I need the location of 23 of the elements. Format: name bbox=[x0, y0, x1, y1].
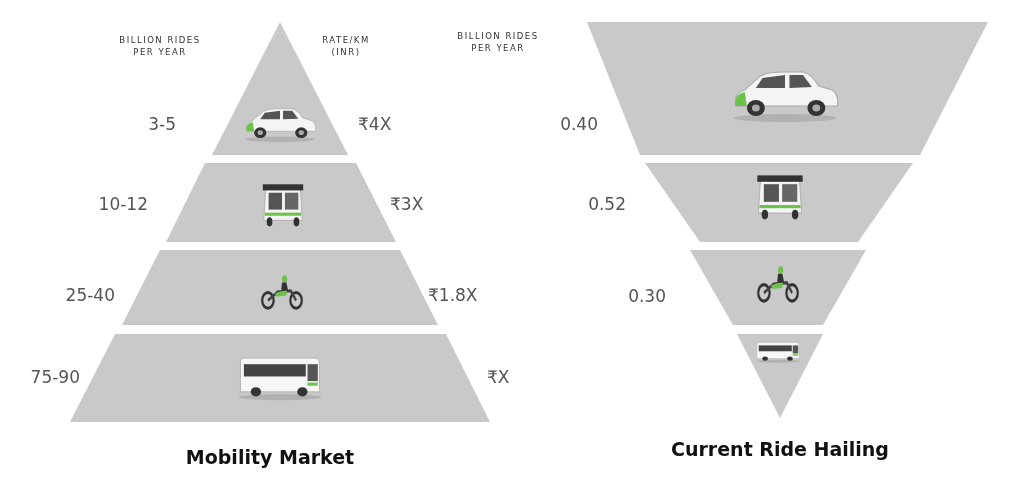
column-header: RATE/KM (INR) bbox=[321, 34, 371, 58]
value-label: 0.52 bbox=[588, 194, 626, 214]
motorcycle-drawing bbox=[756, 265, 800, 303]
value-label: 0.40 bbox=[560, 114, 598, 134]
value-label: ₹3X bbox=[390, 194, 424, 214]
value-label: 75-90 bbox=[30, 367, 80, 387]
value-label: 3-5 bbox=[148, 114, 176, 134]
bus-drawing bbox=[237, 355, 323, 401]
chart-title: Current Ride Hailing bbox=[670, 438, 890, 460]
pyramid-band bbox=[737, 334, 823, 418]
value-label: ₹1.8X bbox=[428, 285, 478, 305]
pyramid-band bbox=[645, 163, 913, 242]
bus-drawing bbox=[755, 341, 801, 363]
value-label: 25-40 bbox=[65, 285, 115, 305]
chart-title: Mobility Market bbox=[184, 446, 356, 468]
value-label: ₹X bbox=[487, 367, 510, 387]
motorcycle-drawing bbox=[260, 274, 304, 310]
value-label: ₹4X bbox=[358, 114, 392, 134]
value-label: 10-12 bbox=[98, 194, 148, 214]
value-label: 0.30 bbox=[628, 286, 666, 306]
column-header: BILLION RIDES PER YEAR bbox=[456, 30, 540, 54]
column-header: BILLION RIDES PER YEAR bbox=[118, 34, 202, 58]
pyramid-band bbox=[690, 250, 866, 325]
